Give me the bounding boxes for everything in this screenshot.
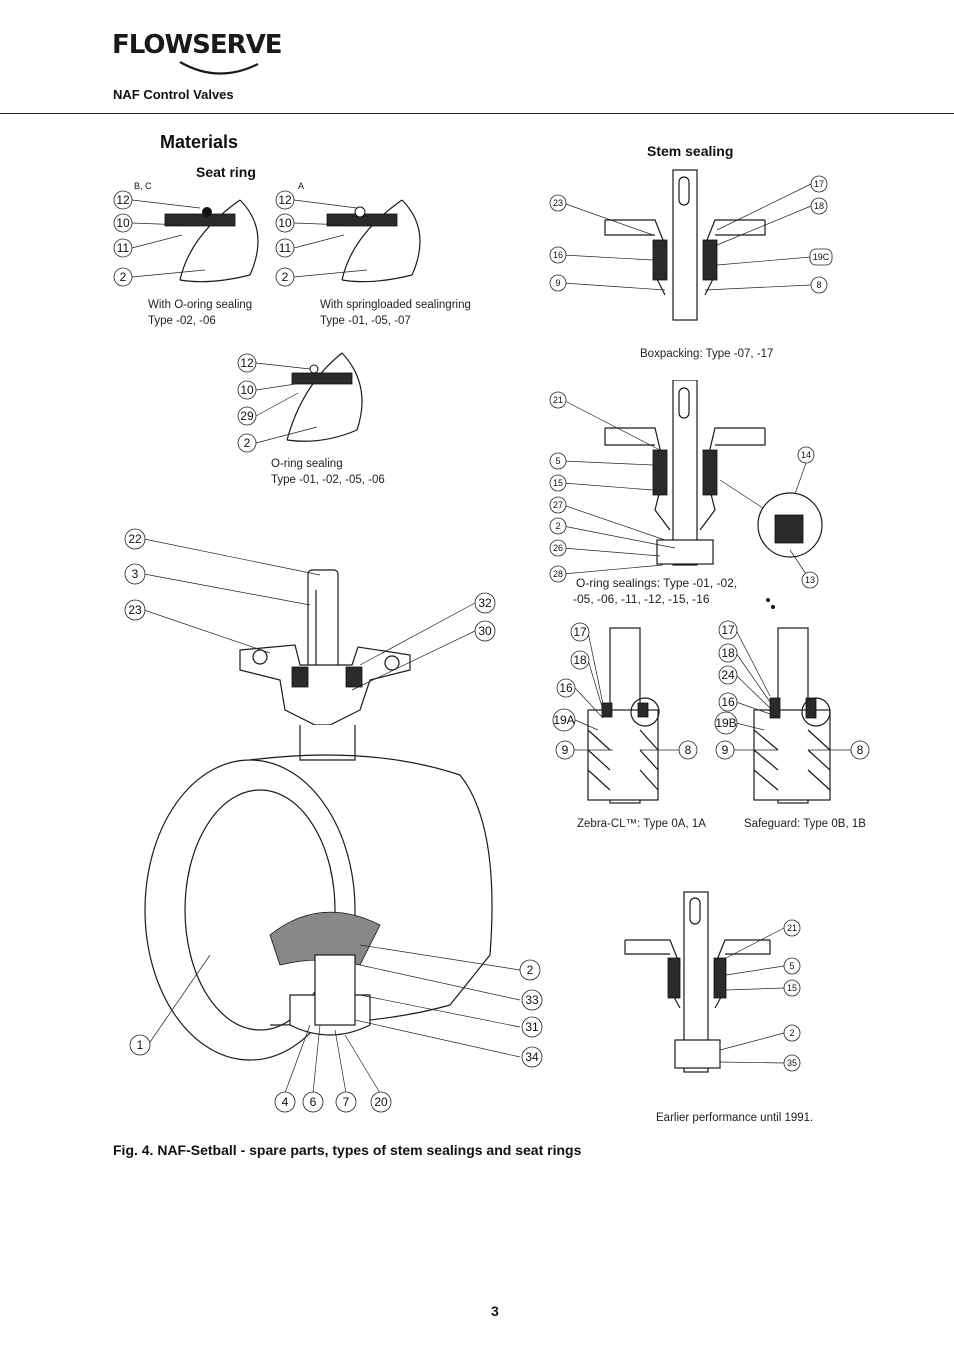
safeguard-drawing: 17 18 24 16 19B 9 8: [714, 620, 870, 804]
seat-ring-detail-bc: B, C 12 10 11 2: [113, 181, 259, 287]
materials-heading: Materials: [160, 132, 239, 152]
svg-text:29: 29: [240, 409, 254, 423]
svg-text:13: 13: [805, 575, 815, 585]
svg-text:2: 2: [282, 270, 289, 284]
earlier-performance-drawing: 21 5 15 2 35: [624, 891, 801, 1073]
svg-text:31: 31: [525, 1020, 539, 1034]
svg-text:5: 5: [555, 456, 560, 466]
svg-text:26: 26: [553, 543, 563, 553]
svg-text:10: 10: [240, 383, 254, 397]
svg-text:8: 8: [816, 280, 821, 290]
svg-text:5: 5: [789, 961, 794, 971]
type-label-a: A: [298, 181, 304, 191]
boxpacking-drawing: 23 16 9 17 18 19C 8: [549, 169, 833, 321]
svg-text:19C: 19C: [813, 252, 830, 262]
type-label-bc: B, C: [134, 181, 152, 191]
svg-text:8: 8: [857, 743, 864, 757]
svg-text:9: 9: [722, 743, 729, 757]
svg-text:32: 32: [478, 596, 492, 610]
caption-earlier: Earlier performance until 1991.: [656, 1112, 814, 1124]
logo-swoosh-icon: [179, 61, 259, 75]
caption-zebra: Zebra-CL™: Type 0A, 1A: [577, 818, 706, 830]
svg-text:30: 30: [478, 624, 492, 638]
svg-text:11: 11: [117, 241, 130, 255]
callout-10: [113, 213, 133, 233]
svg-text:3: 3: [132, 567, 139, 581]
svg-text:10: 10: [116, 216, 130, 230]
svg-text:7: 7: [343, 1095, 350, 1109]
svg-text:6: 6: [310, 1095, 317, 1109]
svg-text:19A: 19A: [553, 713, 574, 727]
svg-text:4: 4: [282, 1095, 289, 1109]
svg-text:24: 24: [721, 668, 735, 682]
page-number: 3: [491, 1303, 499, 1319]
svg-text:27: 27: [553, 500, 563, 510]
svg-text:1: 1: [137, 1038, 144, 1052]
svg-text:21: 21: [787, 923, 797, 933]
svg-text:2: 2: [527, 963, 534, 977]
svg-text:18: 18: [814, 201, 824, 211]
svg-text:15: 15: [787, 983, 797, 993]
svg-text:2: 2: [555, 521, 560, 531]
stem-sealing-heading: Stem sealing: [647, 143, 734, 159]
svg-text:12: 12: [240, 356, 254, 370]
svg-text:11: 11: [279, 241, 292, 255]
oring-stem-drawing: 21 5 15 27 2 26 28 14 13: [549, 380, 823, 589]
brand-subtitle: NAF Control Valves: [113, 87, 234, 102]
svg-text:21: 21: [553, 395, 563, 405]
caption-seat-ring-a: With springloaded sealingring Type -01, …: [320, 299, 471, 327]
svg-text:34: 34: [525, 1050, 539, 1064]
svg-text:33: 33: [525, 993, 539, 1007]
svg-text:2: 2: [120, 270, 127, 284]
callout-11: [113, 238, 133, 258]
svg-text:12: 12: [278, 193, 292, 207]
caption-seat-ring-oring: O-ring sealing Type -01, -02, -05, -06: [271, 458, 385, 486]
valve-exploded-drawing: 22 3 23 1 32 30 2 33 31 34 4 6 7 20: [124, 528, 543, 1113]
svg-text:18: 18: [573, 653, 587, 667]
caption-boxpacking: Boxpacking: Type -07, -17: [640, 348, 774, 360]
svg-text:16: 16: [553, 250, 563, 260]
svg-text:28: 28: [553, 569, 563, 579]
svg-text:10: 10: [278, 216, 292, 230]
svg-text:23: 23: [128, 603, 142, 617]
svg-text:19B: 19B: [715, 716, 736, 730]
svg-text:2: 2: [789, 1028, 794, 1038]
seat-ring-detail-a: A 12 10 11 2: [275, 181, 421, 287]
svg-text:8: 8: [685, 743, 692, 757]
caption-seat-ring-bc: With O-oring sealing Type -02, -06: [148, 299, 253, 327]
svg-text:12: 12: [116, 193, 130, 207]
svg-text:15: 15: [553, 478, 563, 488]
svg-text:14: 14: [801, 450, 811, 460]
seat-ring-detail-oring: 12 10 29 2: [237, 352, 363, 453]
zebra-cl-drawing: 17 18 16 19A 9 8: [552, 622, 698, 804]
svg-text:23: 23: [553, 198, 563, 208]
caption-oring-stem: O-ring sealings: Type -01, -02, -05, -06…: [573, 576, 738, 606]
svg-text:20: 20: [374, 1095, 388, 1109]
svg-text:18: 18: [721, 646, 735, 660]
svg-text:22: 22: [128, 532, 142, 546]
svg-text:16: 16: [559, 681, 573, 695]
svg-text:35: 35: [787, 1058, 797, 1068]
callout-12: [113, 190, 133, 210]
dots-marker: [766, 598, 775, 609]
svg-text:17: 17: [573, 625, 587, 639]
svg-text:16: 16: [721, 695, 735, 709]
svg-text:17: 17: [814, 179, 824, 189]
seat-ring-heading: Seat ring: [196, 164, 256, 180]
header-divider: [0, 113, 954, 114]
callout-2: [113, 267, 133, 287]
svg-text:9: 9: [555, 278, 560, 288]
figure-caption: Fig. 4. NAF-Setball - spare parts, types…: [113, 1142, 582, 1158]
svg-text:9: 9: [562, 743, 569, 757]
flowserve-logo: FLOWSERVE: [112, 30, 283, 60]
caption-safeguard: Safeguard: Type 0B, 1B: [744, 818, 866, 830]
svg-text:17: 17: [721, 623, 735, 637]
svg-text:2: 2: [244, 436, 251, 450]
